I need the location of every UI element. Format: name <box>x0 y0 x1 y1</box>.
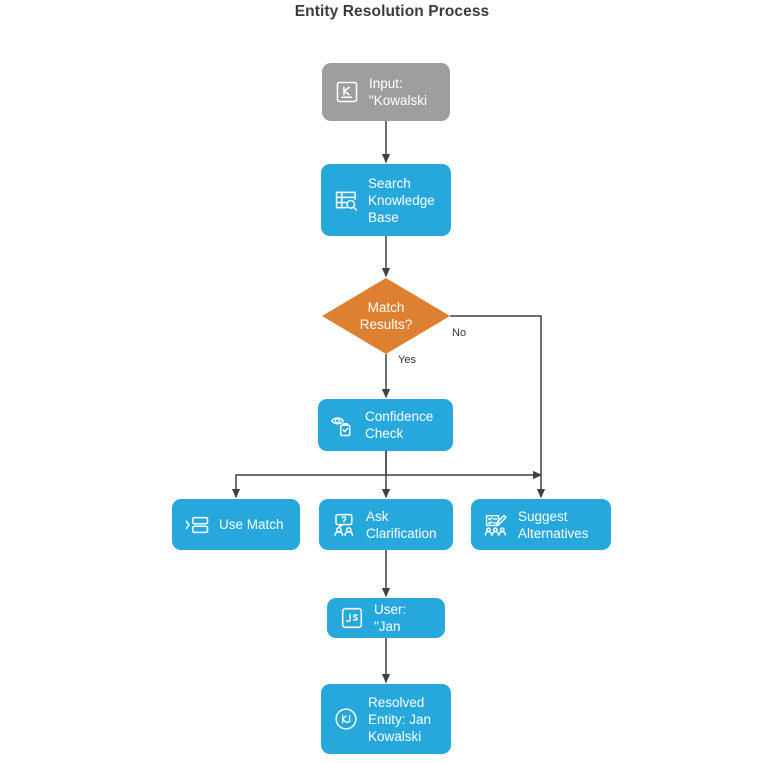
node-confidence-check[interactable]: Confidence Check <box>318 399 453 451</box>
node-input-label: Input: "Kowalski <box>369 76 428 108</box>
page-title: Entity Resolution Process <box>294 3 490 20</box>
node-user-reply-label: User: "Jan <box>374 602 407 634</box>
node-resolved-entity[interactable]: Resolved Entity: Jan Kowalski <box>321 684 451 754</box>
node-search-knowledge-base-label: Search Knowledge Base <box>368 175 435 225</box>
node-ask-clarification-label: Ask Clarification <box>366 508 437 541</box>
chat-question-people-icon <box>334 513 354 536</box>
node-search-knowledge-base[interactable]: Search Knowledge Base <box>321 164 451 236</box>
node-suggest-alternatives[interactable]: Suggest Alternatives <box>471 499 611 550</box>
database-search-icon <box>335 191 358 211</box>
edge-confidence-to-use-match <box>231 451 387 499</box>
edge-label-yes: Yes <box>398 354 416 366</box>
edge-label-no: No <box>452 327 467 339</box>
kj-circle-icon <box>335 708 357 730</box>
node-confidence-check-label: Confidence Check <box>365 409 434 441</box>
node-user-reply[interactable]: User: "Jan <box>327 598 445 638</box>
eye-clipboard-check-icon <box>331 417 351 437</box>
list-arrow-icon <box>185 516 209 533</box>
edge-match-to-suggest-alternatives <box>450 315 546 499</box>
node-input[interactable]: Input: "Kowalski <box>322 63 450 121</box>
node-suggest-alternatives-label: Suggest Alternatives <box>518 508 589 541</box>
node-match-results[interactable]: Match Results? <box>322 278 450 354</box>
node-use-match[interactable]: Use Match <box>172 499 300 550</box>
checklist-pencil-group-icon <box>484 514 507 536</box>
node-resolved-entity-label: Resolved Entity: Jan Kowalski <box>368 694 432 744</box>
node-match-results-label: Match Results? <box>359 300 413 332</box>
keyboard-key-k-icon <box>336 81 358 103</box>
diamond-shape <box>322 278 450 354</box>
node-ask-clarification[interactable]: Ask Clarification <box>319 499 453 550</box>
js-badge-icon <box>341 607 363 629</box>
node-use-match-label: Use Match <box>219 517 284 532</box>
